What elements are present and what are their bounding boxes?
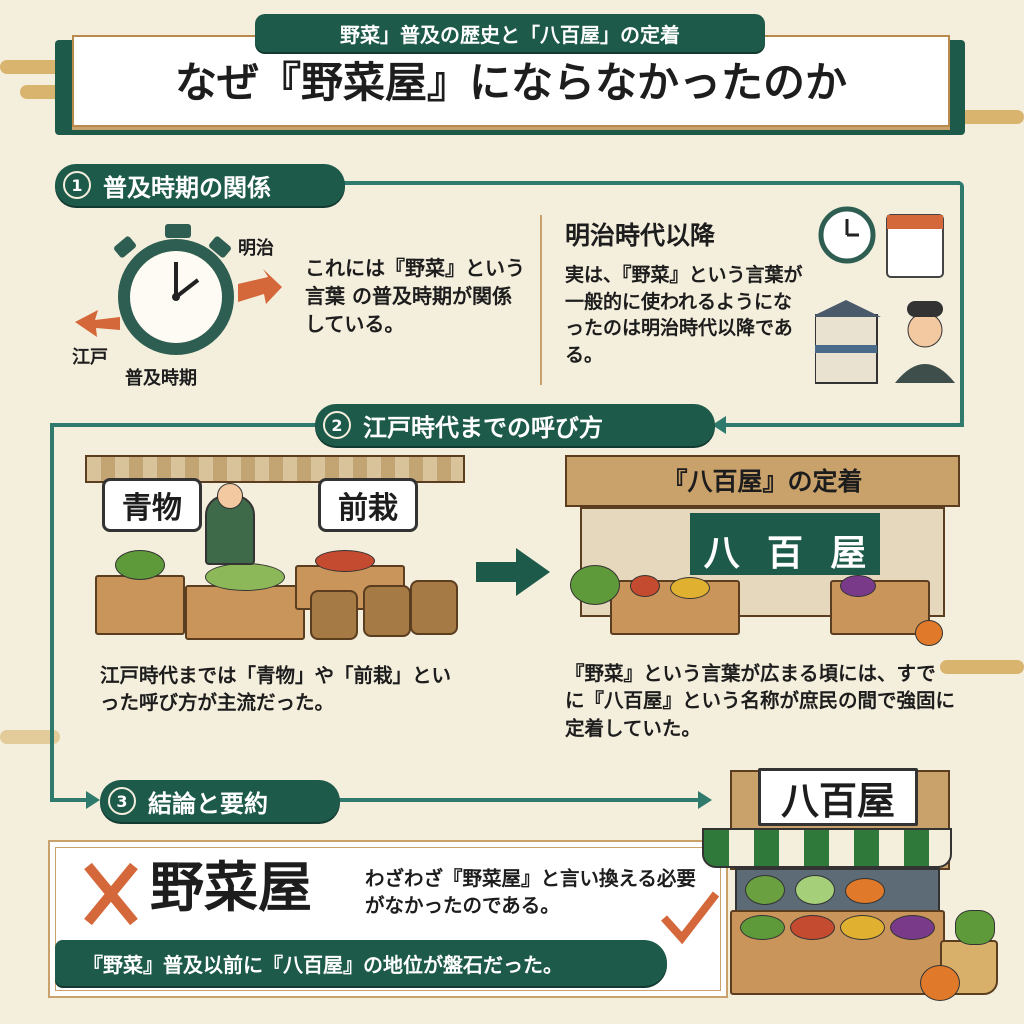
stopwatch-icon (75, 224, 282, 355)
arrow-right-icon (698, 791, 712, 809)
arrow-right-icon (86, 791, 100, 809)
flow-line (958, 181, 964, 427)
noren-char: 百 (766, 532, 803, 574)
section-1-header: 1 普及時期の関係 (55, 164, 345, 206)
cloud-decoration (0, 60, 70, 74)
section-title: 結論と要約 (148, 789, 268, 818)
flow-line (720, 423, 964, 427)
label-meiji: 明治 (238, 238, 274, 259)
divider (540, 215, 542, 385)
cloud-decoration (960, 110, 1024, 124)
cross-icon (84, 862, 138, 926)
arrow-right-icon (476, 548, 550, 596)
page-title: なぜ『野菜屋』にならなかったのか (174, 58, 847, 107)
noren-curtain: 八 百 屋 (690, 522, 880, 577)
section-3-header: 3 結論と要約 (100, 780, 340, 822)
summary-bar: 『野菜』普及以前に『八百屋』の地位が盤石だった。 (55, 940, 667, 986)
section-title: 普及時期の関係 (103, 173, 271, 202)
cloud-decoration (0, 730, 60, 744)
section-number: 2 (323, 411, 351, 439)
cloud-decoration (940, 660, 1024, 674)
meiji-heading: 明治時代以降 (565, 221, 716, 250)
clock-calendar-person-illustration (815, 206, 955, 384)
rejected-name: 野菜屋 (150, 856, 312, 919)
conclusion-explanation: わざわざ『野菜屋』と言い換える必要がなかったのである。 (365, 867, 696, 918)
flow-line (340, 181, 960, 185)
section-2-header: 2 江戸時代までの呼び方 (315, 404, 715, 446)
flow-line (335, 798, 700, 802)
label-edo: 江戸 (72, 347, 108, 368)
shop-banner: 『八百屋』の定着 (662, 467, 863, 496)
noren-char: 屋 (830, 532, 867, 574)
yaoya-shop-illustration (560, 455, 965, 650)
section-1-body: これには『野菜』という 言葉 の普及時期が関係している。 (305, 256, 525, 336)
section-2-right-text: 『野菜』という言葉が広まる頃には、すでに『八百屋』という名称が庶民の間で強固に定… (565, 662, 956, 740)
store-sign: 八百屋 (758, 768, 918, 826)
noren-char: 八 (703, 532, 740, 574)
flow-line (50, 423, 54, 801)
sign-aomono: 青物 (102, 478, 202, 532)
summary-text: 『野菜』普及以前に『八百屋』の地位が盤石だった。 (83, 952, 563, 977)
section-number: 1 (63, 171, 91, 199)
check-icon (661, 891, 720, 945)
section-number: 3 (108, 787, 136, 815)
section-title: 江戸時代までの呼び方 (363, 413, 603, 442)
page-subtitle: 野菜」普及の歴史と「八百屋」の定着 (340, 22, 680, 47)
label-period: 普及時期 (125, 368, 197, 389)
flow-line (50, 798, 90, 802)
flow-line (50, 423, 320, 427)
arrow-left-icon (712, 416, 726, 434)
meiji-body: 実は、『野菜』という言葉が一般的に使われるようになったのは明治時代以降である。 (565, 264, 803, 366)
subtitle-pill: 野菜」普及の歴史と「八百屋」の定着 (255, 14, 765, 52)
section-2-left-text: 江戸時代までは「青物」や「前栽」といった呼び方が主流だった。 (100, 664, 452, 715)
sign-senzai: 前栽 (318, 478, 418, 532)
